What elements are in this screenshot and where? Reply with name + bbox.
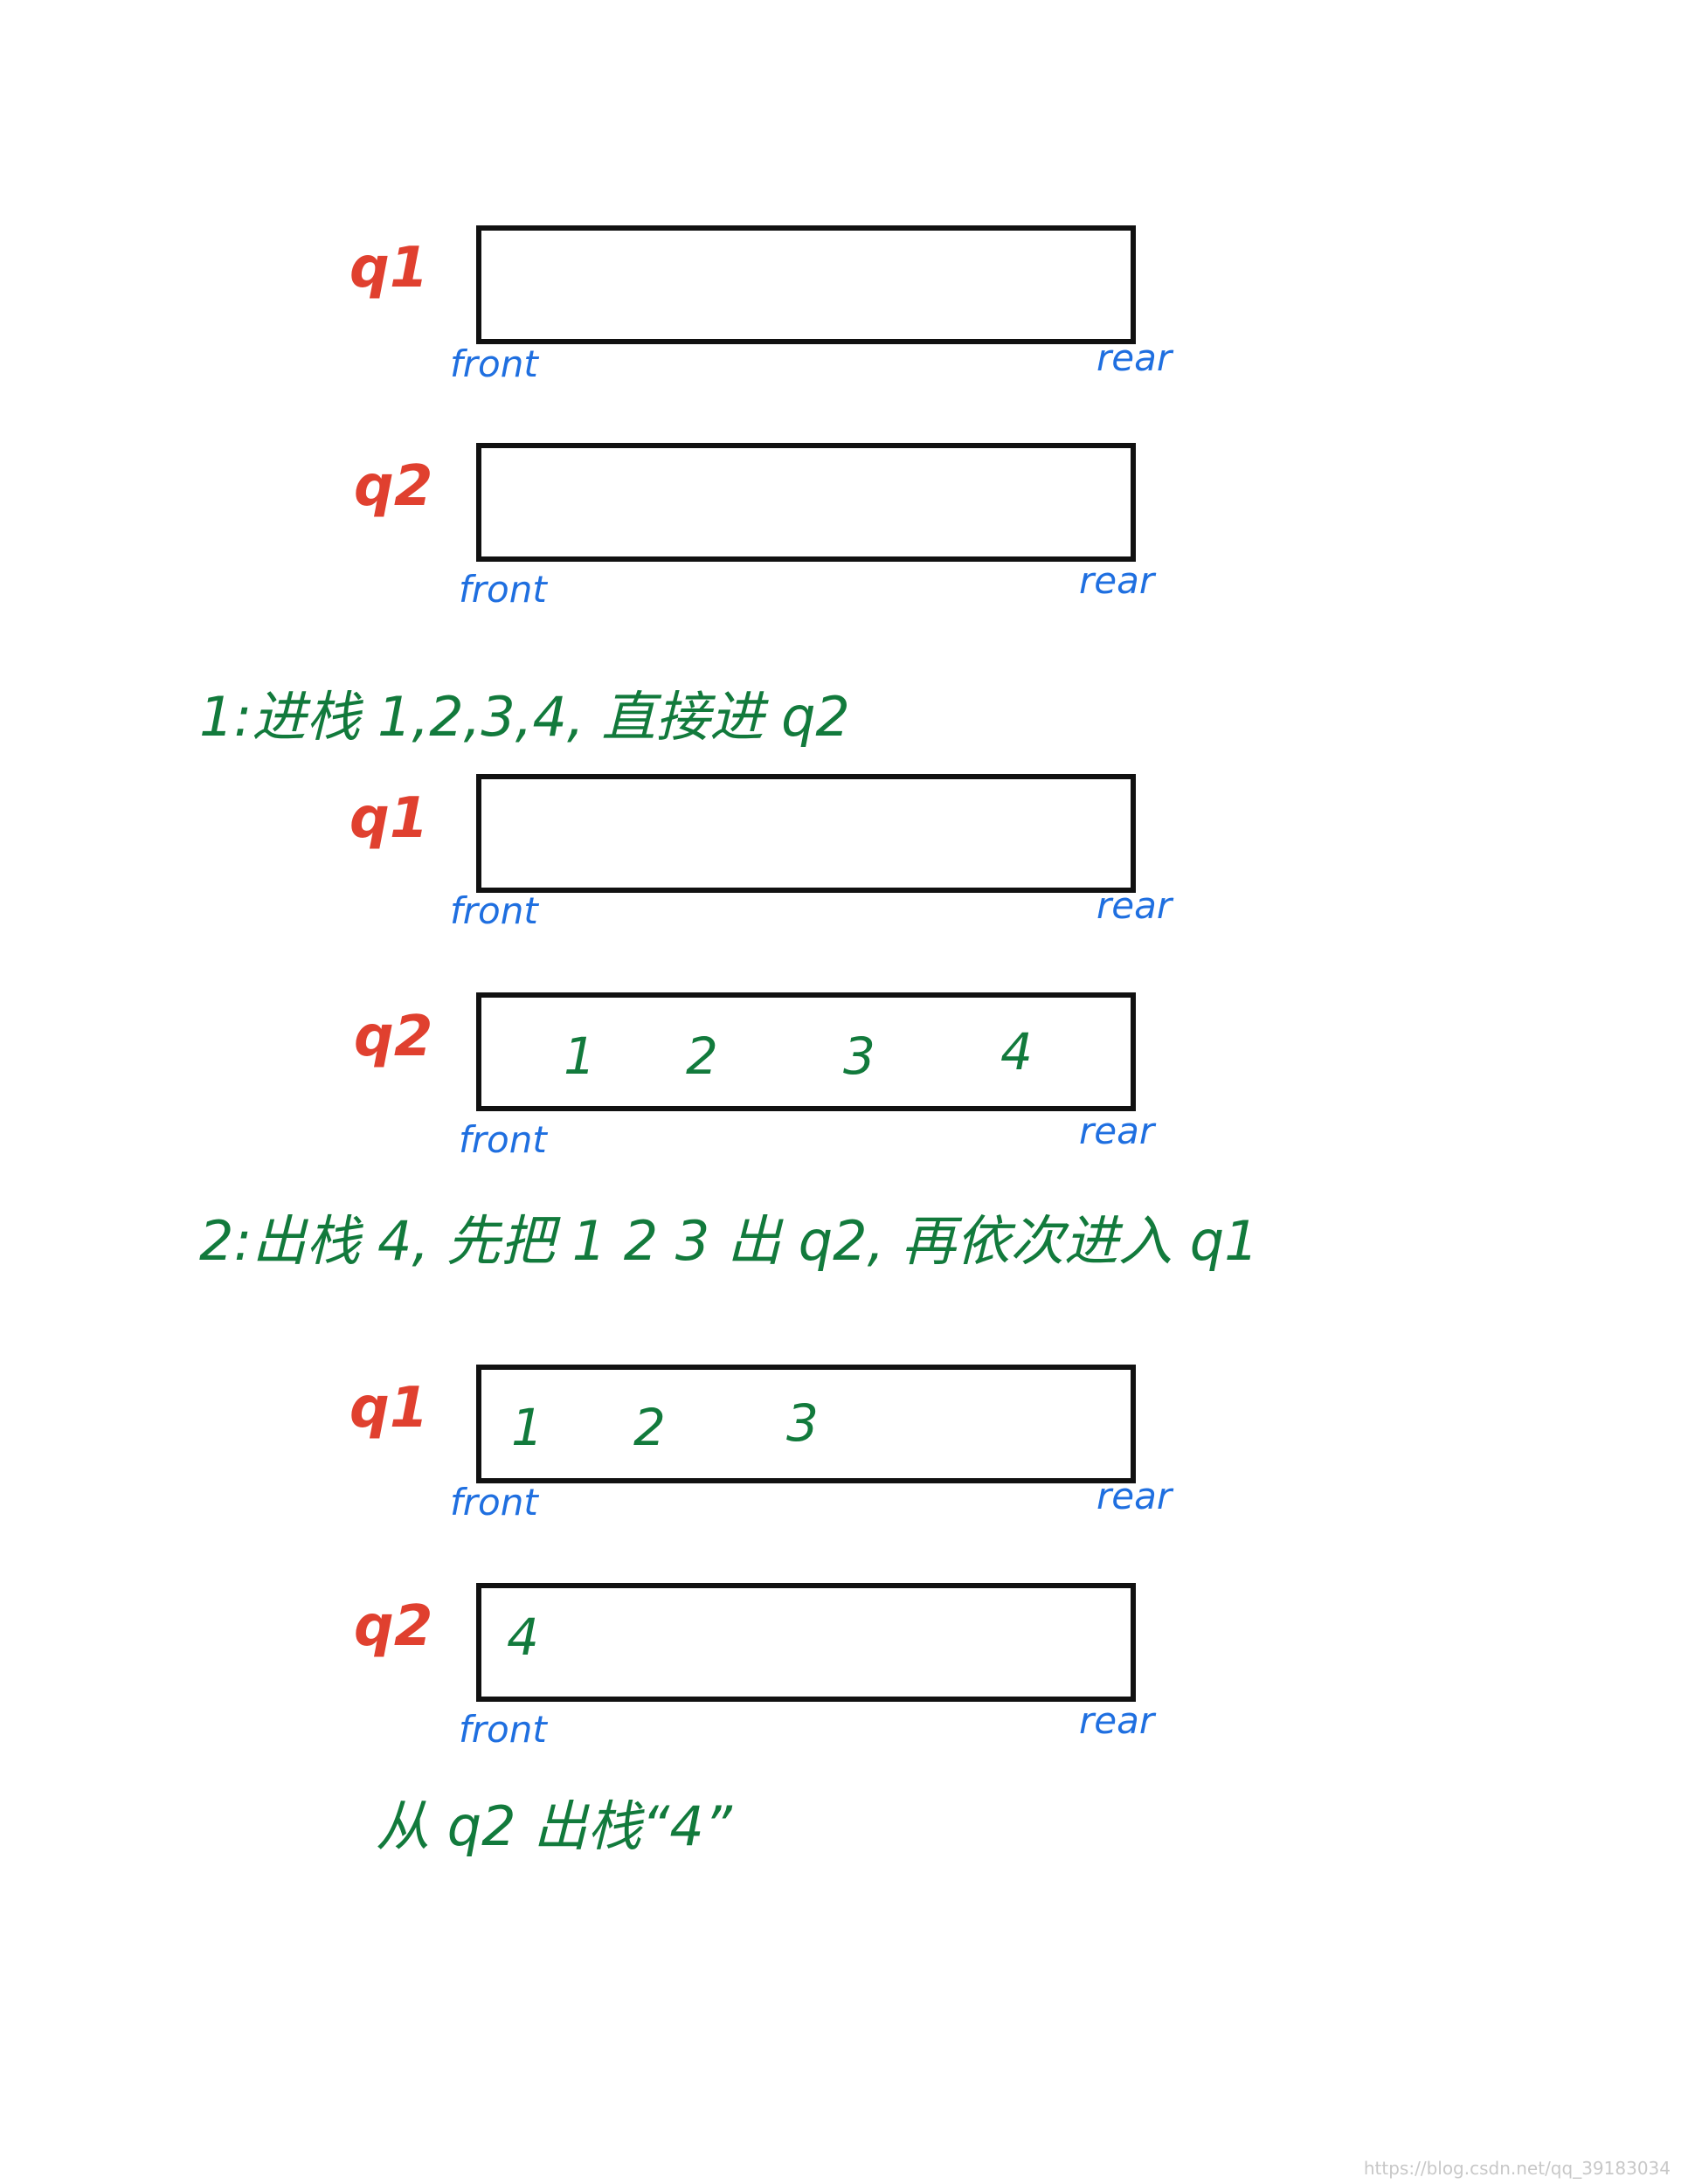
queue-label-q1: q1 (349, 1376, 429, 1441)
rear-pointer: rear (1097, 884, 1173, 927)
rear-pointer: rear (1079, 1109, 1155, 1152)
queue-box-q2 (476, 1583, 1136, 1702)
queue-label-q2: q2 (354, 1005, 433, 1069)
queue-label-q1: q1 (349, 236, 429, 301)
queue-item: 2 (686, 1026, 718, 1086)
front-pointer: front (450, 1481, 538, 1524)
rear-pointer: rear (1079, 1699, 1155, 1742)
front-pointer: front (450, 889, 538, 932)
queue-box-q2 (476, 992, 1136, 1111)
front-pointer: front (459, 1118, 547, 1161)
queue-box-q1 (476, 774, 1136, 893)
front-pointer: front (459, 568, 547, 611)
queue-box-q2 (476, 443, 1136, 562)
queue-item: 2 (633, 1398, 666, 1457)
step2-note: 2:出栈 4, 先把 1 2 3 出 q2, 再依次进入 q1 (199, 1209, 1259, 1273)
queue-label-q2: q2 (354, 1594, 433, 1659)
queue-item: 3 (843, 1026, 875, 1086)
queue-item: 1 (564, 1026, 596, 1086)
front-pointer: front (450, 342, 538, 385)
queue-box-q1 (476, 1365, 1136, 1483)
queue-label-q2: q2 (354, 454, 433, 519)
queue-item: 3 (786, 1393, 819, 1453)
queue-box-q1 (476, 225, 1136, 344)
rear-pointer: rear (1097, 1475, 1173, 1517)
rear-pointer: rear (1079, 559, 1155, 602)
watermark: https://blog.csdn.net/qq_39183034 (1363, 2158, 1671, 2179)
front-pointer: front (459, 1708, 547, 1751)
rear-pointer: rear (1097, 336, 1173, 379)
final-note: 从 q2 出栈“4” (376, 1794, 732, 1858)
queue-item: 4 (1000, 1022, 1033, 1082)
queue-item: 4 (507, 1607, 539, 1667)
queue-label-q1: q1 (349, 786, 429, 851)
queue-item: 1 (511, 1398, 543, 1457)
step1-note: 1:进栈 1,2,3,4, 直接进 q2 (199, 685, 850, 749)
